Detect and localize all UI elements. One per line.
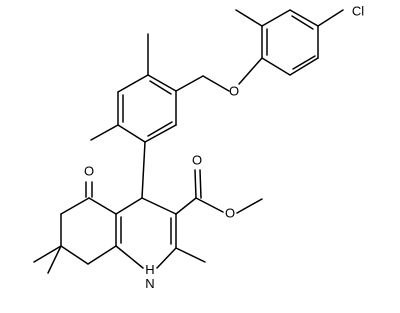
bond — [292, 55, 316, 70]
bond-lines — [33, 9, 344, 274]
bond — [195, 197, 224, 213]
bond — [117, 74, 149, 93]
bond — [47, 245, 62, 274]
bond — [141, 197, 177, 215]
bond — [115, 245, 144, 269]
bond — [238, 57, 263, 85]
bond — [175, 247, 206, 263]
bond — [90, 124, 119, 141]
bond — [289, 9, 319, 27]
chlorine-label: Cl — [352, 4, 364, 19]
bond — [115, 197, 143, 215]
bond — [291, 15, 314, 30]
bond — [156, 247, 177, 269]
ester-oxygen-double-label: O — [192, 153, 202, 168]
bond — [87, 245, 117, 265]
bond — [147, 121, 173, 137]
bond — [117, 124, 146, 143]
bond — [199, 169, 202, 199]
bond — [289, 57, 319, 76]
ether-oxygen-label: O — [229, 84, 239, 99]
bond — [144, 124, 177, 143]
bond — [194, 169, 197, 199]
ester-oxygen-single-label: O — [225, 206, 235, 221]
bond — [33, 245, 62, 263]
bond — [141, 141, 146, 199]
bond — [317, 9, 344, 27]
bond — [261, 57, 291, 76]
bond — [175, 75, 204, 92]
bond — [236, 198, 263, 214]
bond — [261, 9, 291, 27]
bond — [175, 197, 197, 215]
bond — [60, 197, 90, 215]
bond — [60, 245, 89, 265]
bond — [235, 9, 263, 27]
carbonyl-oxygen-label: O — [84, 164, 94, 179]
bond — [202, 75, 230, 92]
bond — [149, 80, 172, 95]
bond — [88, 197, 117, 215]
bond — [147, 74, 177, 92]
